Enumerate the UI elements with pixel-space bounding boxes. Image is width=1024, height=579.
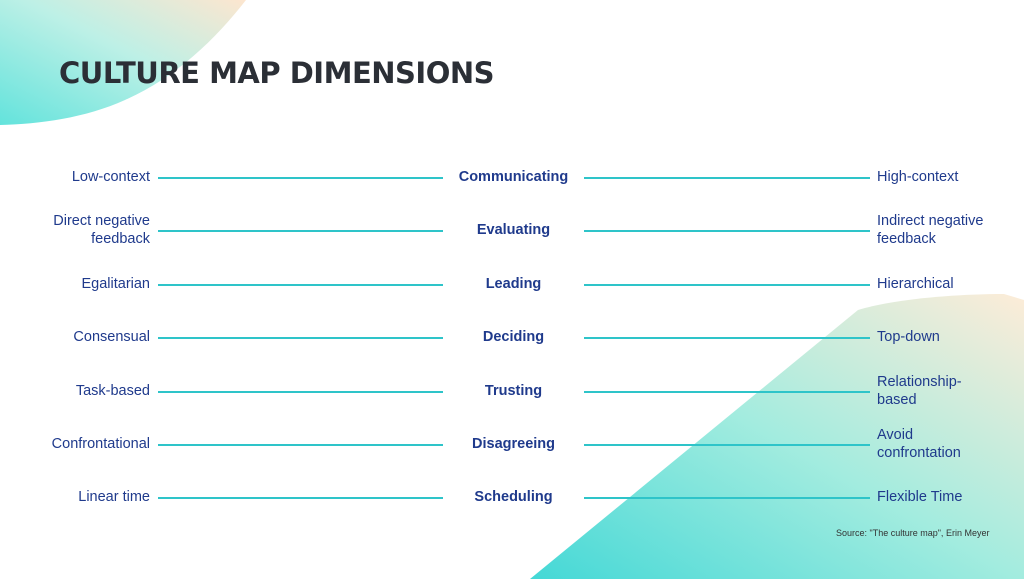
dimension-label: Scheduling [474,489,553,505]
page-title: CULTURE MAP DIMENSIONS [59,56,495,90]
right-label: High-context [877,169,959,185]
connector-line-left [158,444,443,446]
connector-line-left [158,284,443,286]
top-left-shape [0,0,246,125]
connector-line-right [584,230,870,232]
dimension-label: Deciding [482,329,545,345]
left-label: Task-based [75,383,150,399]
connector-line-left [158,391,443,393]
right-label: Top-down [877,329,940,345]
connector-line-left [158,497,443,499]
connector-line-left [158,230,443,232]
dimension-label: Communicating [458,169,569,185]
connector-line-right [584,177,870,179]
left-label: Confrontational [51,436,150,452]
right-label: Hierarchical [877,276,954,292]
dimension-label: Evaluating [476,222,551,238]
left-label: Direct negative feedback [53,213,150,247]
right-label: Avoid confrontation [877,427,961,461]
connector-line-right [584,284,870,286]
connector-line-left [158,337,443,339]
connector-line-right [584,391,870,393]
connector-line-left [158,177,443,179]
left-label: Consensual [73,329,150,345]
dimension-label: Trusting [484,383,543,399]
right-label: Relationship-based [877,374,962,408]
right-label: Indirect negative feedback [877,213,984,247]
connector-line-right [584,337,870,339]
left-label: Low-context [71,169,150,185]
dimension-label: Leading [485,276,542,292]
source-citation: Source: "The culture map", Erin Meyer [836,528,990,538]
bottom-right-shape [530,294,1024,579]
left-label: Linear time [78,489,150,505]
dimension-label: Disagreeing [472,436,555,452]
connector-line-right [584,444,870,446]
left-label: Egalitarian [81,276,150,292]
right-label: Flexible Time [877,489,963,505]
connector-line-right [584,497,870,499]
